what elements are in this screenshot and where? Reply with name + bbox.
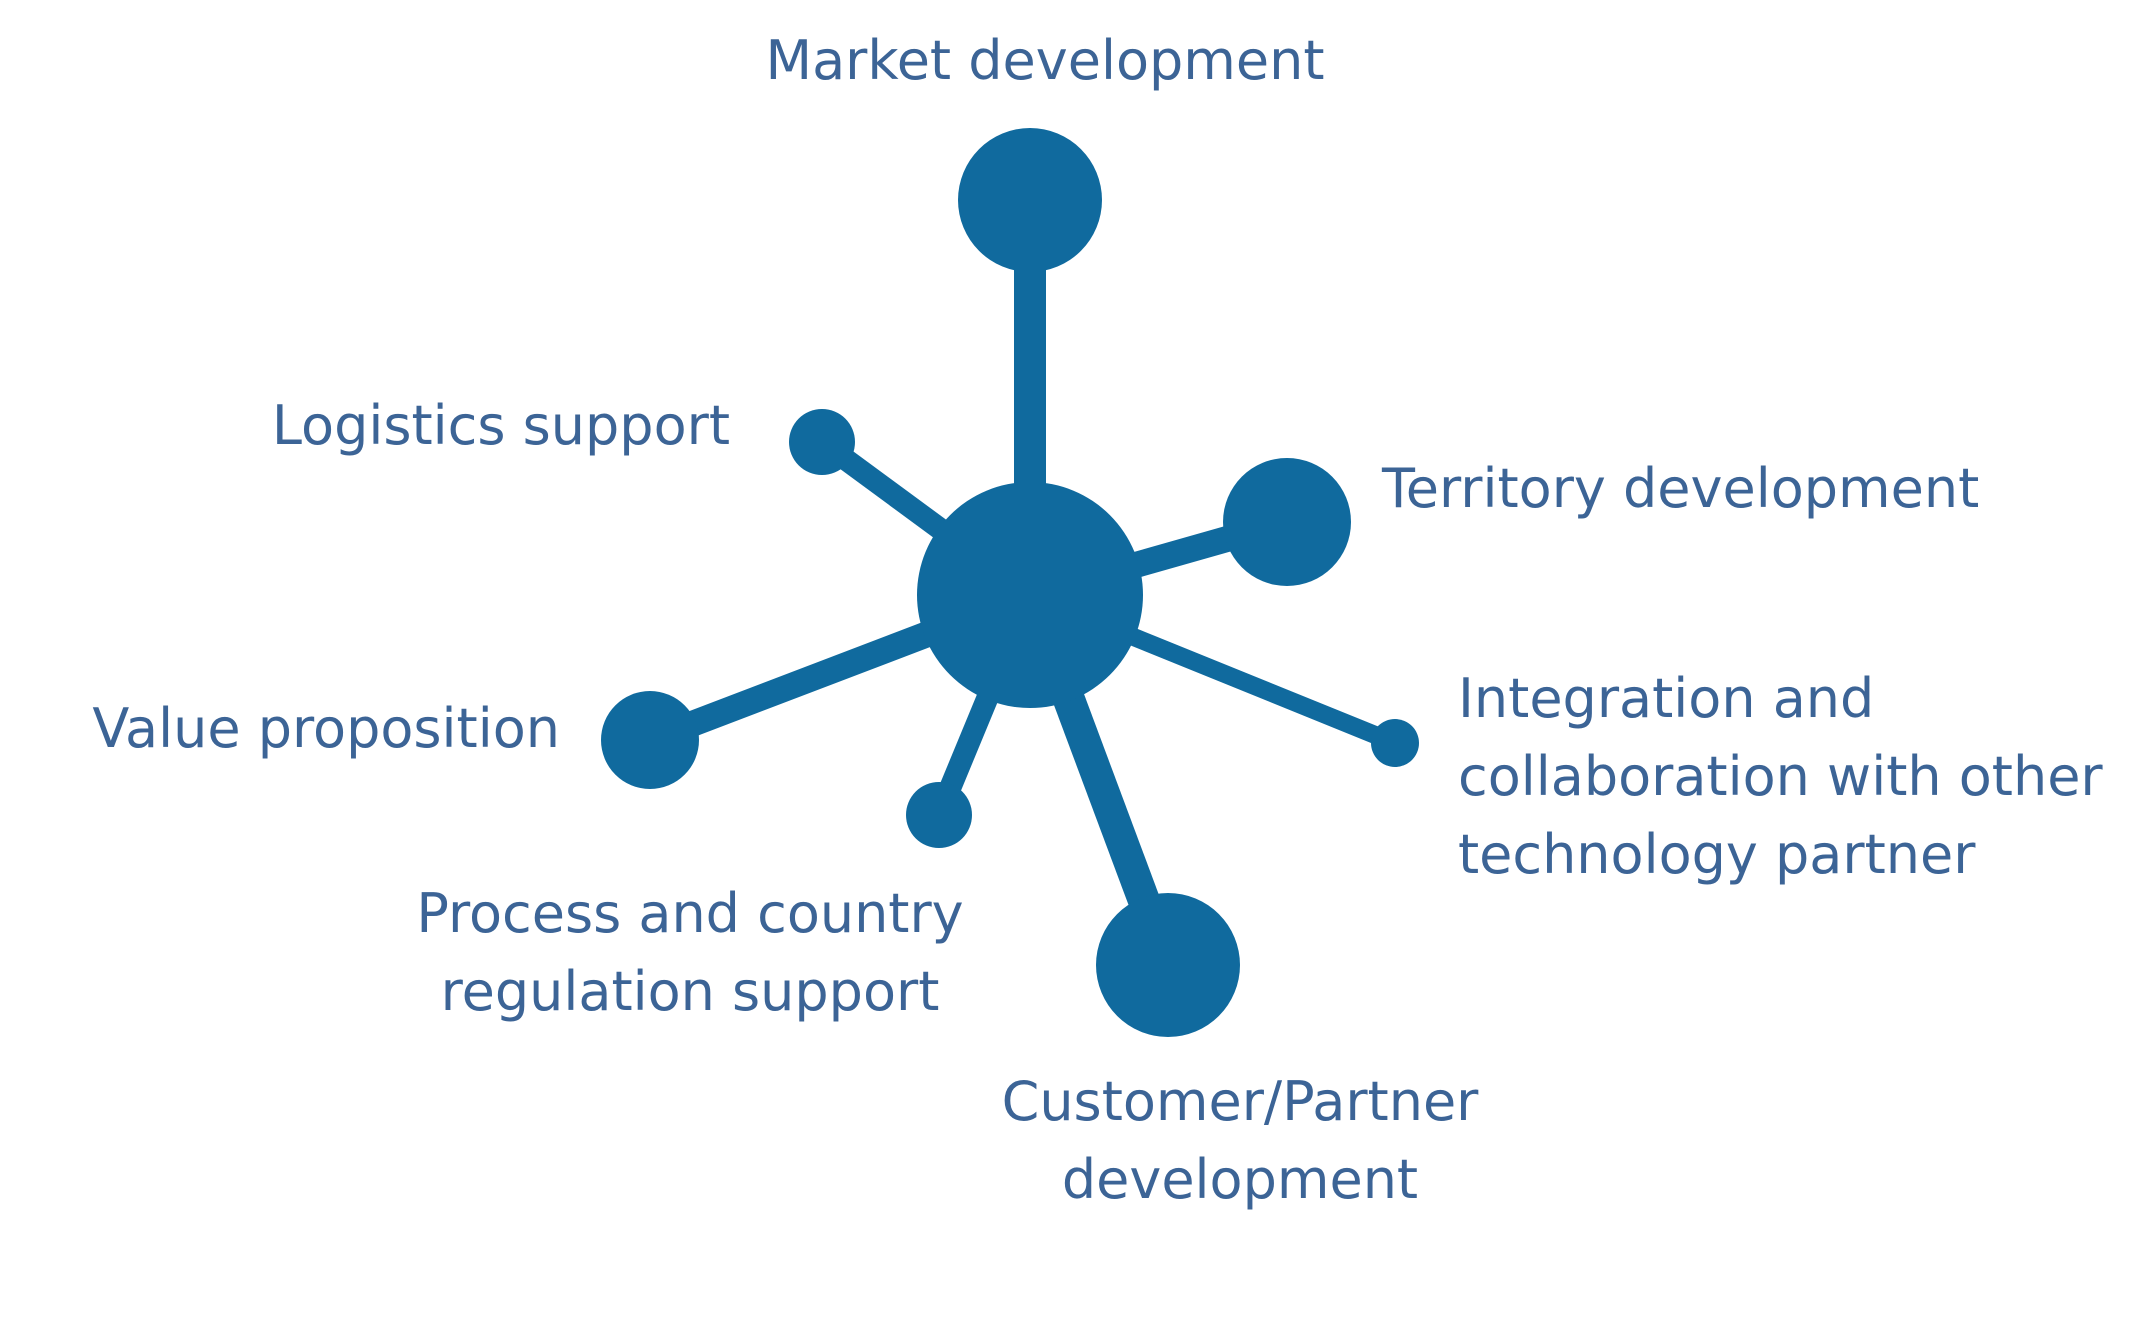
node-process-regulation xyxy=(906,782,972,848)
label-customer-partner: Customer/Partner development xyxy=(950,1063,1530,1219)
hub-node xyxy=(917,482,1143,708)
node-territory-development xyxy=(1223,458,1351,586)
label-customer-partner-line-2: development xyxy=(1061,1148,1419,1211)
label-customer-partner-line-1: Customer/Partner xyxy=(1001,1070,1479,1133)
label-process-regulation-line-2: regulation support xyxy=(440,960,940,1023)
label-value-proposition: Value proposition xyxy=(60,690,560,768)
node-market-development xyxy=(958,128,1102,272)
label-integration: Integration and collaboration with other… xyxy=(1458,660,2138,894)
label-integration-line-3: technology partner xyxy=(1458,823,1976,886)
label-process-regulation-line-1: Process and country xyxy=(416,882,964,945)
label-integration-line-2: collaboration with other xyxy=(1458,745,2103,808)
label-market-development-text: Market development xyxy=(765,29,1325,92)
node-logistics-support xyxy=(789,409,855,475)
label-territory-development-text: Territory development xyxy=(1382,457,1980,520)
label-value-proposition-text: Value proposition xyxy=(92,697,560,760)
node-value-proposition xyxy=(601,691,699,789)
label-process-regulation: Process and country regulation support xyxy=(380,875,1000,1031)
label-logistics-support-text: Logistics support xyxy=(271,394,730,457)
label-market-development: Market development xyxy=(720,22,1370,100)
label-logistics-support: Logistics support xyxy=(220,387,730,465)
label-integration-line-1: Integration and xyxy=(1458,667,1875,730)
label-territory-development: Territory development xyxy=(1382,450,2082,528)
node-integration xyxy=(1371,719,1419,767)
node-customer-partner xyxy=(1096,893,1240,1037)
